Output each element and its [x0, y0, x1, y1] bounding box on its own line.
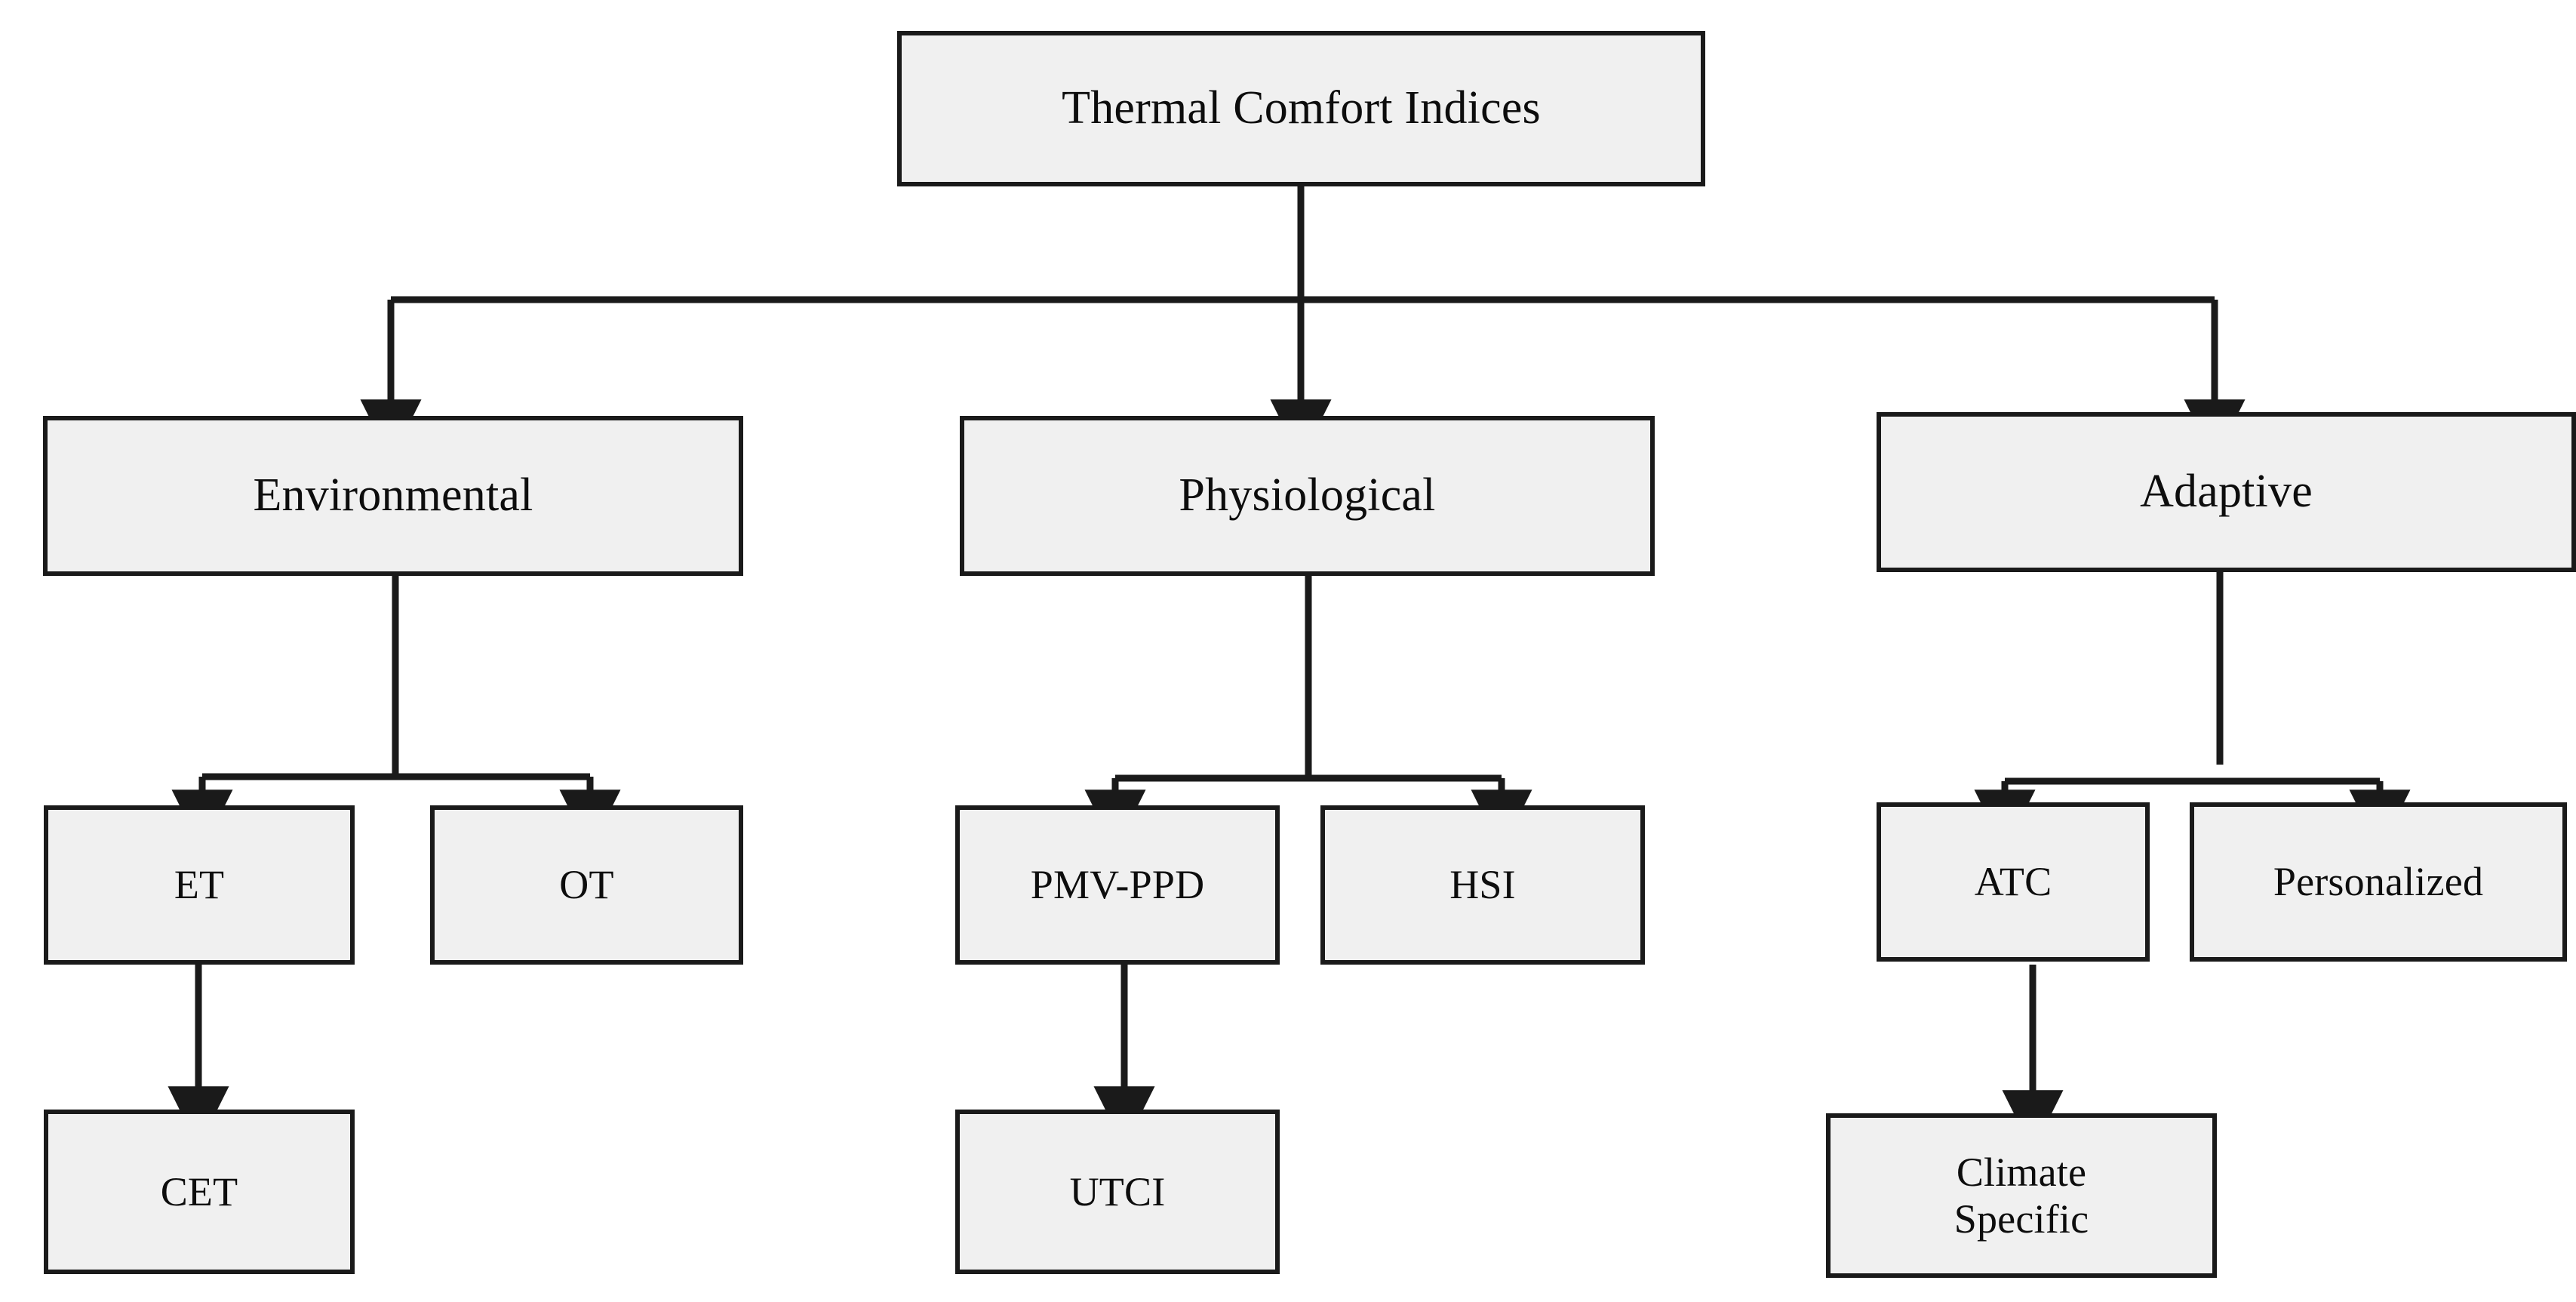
node-label-et: ET [174, 862, 225, 908]
node-thermal-comfort-indices[interactable]: Thermal Comfort Indices [897, 31, 1705, 186]
node-label-ot: OT [559, 862, 614, 908]
node-label-physiological: Physiological [1179, 469, 1436, 522]
node-ot[interactable]: OT [430, 805, 743, 965]
node-label-cet: CET [160, 1168, 238, 1214]
node-climate-specific[interactable]: Climate Specific [1826, 1113, 2217, 1278]
node-physiological[interactable]: Physiological [960, 416, 1655, 576]
node-label-hsi: HSI [1449, 862, 1516, 908]
node-label-utci: UTCI [1069, 1168, 1166, 1214]
node-label-adaptive: Adaptive [2140, 466, 2313, 518]
node-hsi[interactable]: HSI [1320, 805, 1645, 965]
node-pmv-ppd[interactable]: PMV-PPD [955, 805, 1280, 965]
node-atc[interactable]: ATC [1877, 802, 2150, 962]
node-label-root: Thermal Comfort Indices [1062, 82, 1541, 134]
node-et[interactable]: ET [44, 805, 355, 965]
node-label-climate-specific: Climate Specific [1954, 1149, 2089, 1242]
node-label-pmv-ppd: PMV-PPD [1030, 862, 1205, 908]
node-adaptive[interactable]: Adaptive [1877, 412, 2576, 572]
node-label-atc: ATC [1974, 859, 2052, 905]
node-label-environmental: Environmental [253, 469, 533, 522]
node-cet[interactable]: CET [44, 1110, 355, 1274]
node-environmental[interactable]: Environmental [43, 416, 743, 576]
node-utci[interactable]: UTCI [955, 1110, 1280, 1274]
node-label-personalized: Personalized [2273, 859, 2484, 905]
node-personalized[interactable]: Personalized [2190, 802, 2567, 962]
